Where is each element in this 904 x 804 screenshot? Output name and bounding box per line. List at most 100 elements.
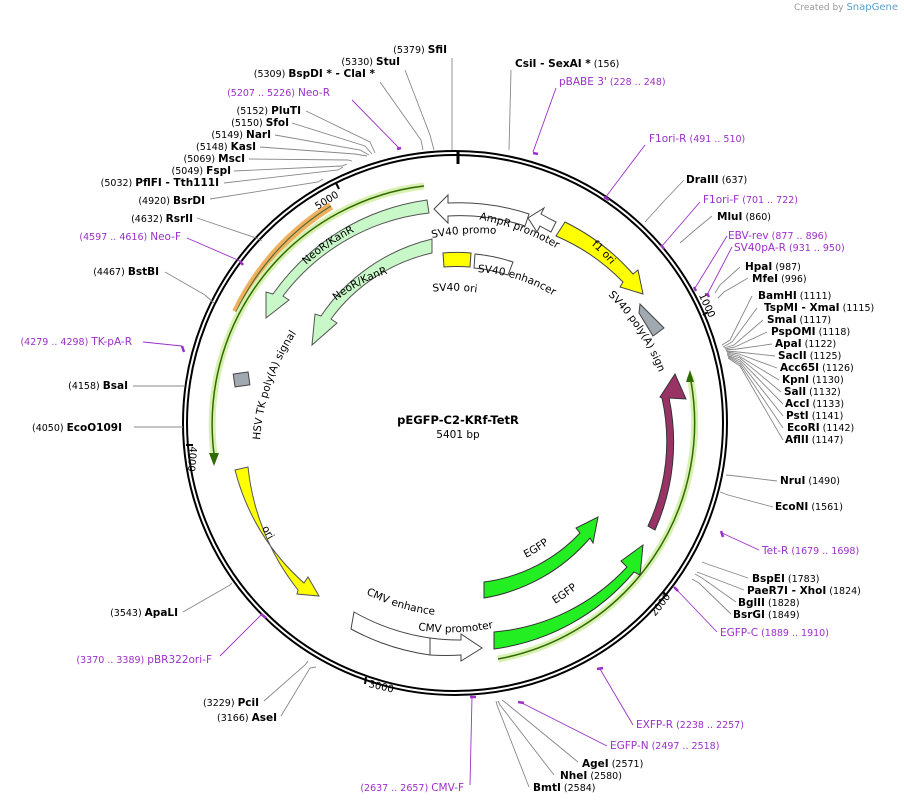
primer-leader-pbabe3 [532, 87, 557, 153]
site-label-1: (5330) StuI [341, 56, 400, 68]
primer-leader-neo-f [186, 237, 241, 262]
outer-arc-right-arrowhead [686, 370, 694, 382]
site-label-19: DraIII (637) [686, 174, 747, 186]
tick-label-3000: 3000 [367, 679, 394, 695]
snapgene-credit: Created by SnapGene [794, 2, 898, 13]
leader-lines [133, 58, 784, 788]
leader-line-bamhi [721, 295, 753, 346]
site-label-18: CsiI - SexAI * (156) [515, 58, 619, 70]
primer-leader-tet-r [721, 532, 760, 551]
leader-line-mlui [679, 215, 713, 244]
feature-label-sv40-enhancer: SV40 enhancer [477, 263, 558, 299]
site-label-3: (5152) PluTI [237, 105, 301, 117]
feature-label-cmv-promoter: CMV promoter [418, 619, 495, 636]
site-label-15: (3543) ApaLI [110, 607, 178, 619]
site-label-33: PstI (1141) [786, 410, 843, 422]
leader-line-bsrgi [691, 578, 732, 615]
leader-line-fspi [233, 163, 348, 172]
leader-line-ecori [727, 356, 784, 429]
leader-line-hpai [714, 266, 741, 294]
leader-line-nhei [497, 700, 555, 776]
feature-label-hsv-tk-polya-signal: HSV TK poly(A) signal [251, 328, 299, 440]
leader-line-pflfi [223, 166, 344, 184]
feature-egfp-2 [493, 543, 644, 650]
primer-label-8: EBV-rev (877 .. 896) [728, 230, 827, 242]
primer-label-6: F1ori-R (491 .. 510) [649, 133, 745, 145]
primer-label-11: EGFP-C (1889 .. 1910) [720, 627, 829, 639]
leader-line-tspmi [722, 307, 758, 348]
leader-line-pspomi [724, 331, 768, 350]
primer-mark-exfp-r [596, 666, 604, 671]
site-label-23: BamHI (1111) [758, 290, 831, 302]
primer-mark-f1ori-f [660, 244, 665, 250]
feature-label-tetr: TetR [671, 444, 687, 469]
snapgene-logo: SnapGene [846, 2, 898, 13]
leader-line-asei [280, 666, 317, 717]
site-label-42: AgeI (2571) [582, 758, 643, 770]
leader-line-sacii [725, 350, 776, 357]
credit-prefix: Created by [794, 3, 844, 13]
site-label-41: BsrGI (1849) [733, 609, 800, 621]
restriction-sites: (5379) SfiI(5330) StuI(5309) BspDI * - C… [32, 44, 874, 794]
site-label-8: (5049) FspI [172, 165, 231, 177]
primer-label-5: pBABE 3' (228 .. 248) [559, 76, 666, 88]
feature-sv40-ori [442, 251, 472, 268]
feature-label-neor-kanr-2: NeoR/KanR [331, 265, 389, 303]
primer-label-12: EXFP-R (2238 .. 2257) [636, 719, 744, 731]
site-label-6: (5148) KasI [196, 141, 256, 153]
primer-mark-pbabe3 [532, 151, 539, 156]
tick-5000 [335, 182, 340, 190]
leader-line-agei [501, 699, 579, 763]
site-label-7: (5069) MscI [184, 153, 245, 165]
primer-label-13: EGFP-N (2497 .. 2518) [610, 740, 719, 752]
feature-neor-kanr-2 [311, 238, 433, 347]
tick-label-1000: 1000 [696, 292, 717, 320]
leader-line-sali [726, 353, 782, 393]
leader-line-aflii [727, 357, 784, 441]
leader-line-acci [726, 354, 784, 405]
primer-leader-cmv-f [469, 696, 473, 786]
leader-line-kasi [259, 146, 368, 157]
site-label-2: (5309) BspDI * - ClaI * [254, 68, 376, 80]
feature-hsv-tk-polya-signal [232, 371, 251, 388]
primer-label-10: Tet-R (1679 .. 1698) [761, 545, 859, 557]
feature-label-cmv-enhancer: CMV enhancer [0, 0, 436, 618]
leader-line-bspei [701, 561, 749, 579]
leader-line-bspdi [379, 81, 424, 151]
site-label-22: MfeI (996) [752, 273, 807, 285]
leader-line-rsrii [196, 217, 263, 242]
leader-line-kpni [726, 352, 780, 381]
primer-mark-sv40pa-r [705, 292, 711, 298]
leader-line-psti [727, 355, 784, 417]
site-label-16: (3229) PciI [203, 697, 259, 709]
primer-leader-tk-pa-r [142, 341, 183, 347]
site-label-14: (4050) EcoO109I [32, 422, 122, 434]
leader-line-draiii [644, 179, 685, 223]
tick-1000 [702, 311, 709, 316]
backbone [182, 150, 728, 696]
feature-cmv-enhancer [350, 611, 431, 656]
feature-label-egfp-1: EGFP [522, 536, 551, 560]
primer-mark-tk-pa-r [180, 345, 186, 353]
site-label-17: (3166) AseI [217, 712, 277, 724]
site-label-5: (5149) NarI [211, 129, 271, 141]
leader-line-bsrdi [209, 178, 324, 200]
site-label-27: ApaI (1122) [775, 338, 836, 350]
leader-line-bglii [694, 573, 737, 603]
feature-egfp-1 [483, 516, 599, 599]
leader-line-mfei [717, 277, 749, 299]
leader-line-pluti [305, 110, 376, 154]
leader-line-econi [719, 491, 774, 508]
primer-mark-egfp-n [517, 700, 525, 705]
feature-ori [234, 466, 320, 597]
leader-line-csii [508, 69, 512, 151]
primer-leader-pbr322ori-f [219, 613, 263, 657]
outer-arc-right [497, 375, 696, 660]
leader-line-acc65i [726, 351, 778, 369]
site-label-10: (4920) BsrDI [138, 195, 205, 207]
site-label-9: (5032) PflFI - Tth111I [101, 177, 219, 189]
primer-leader-ebv-rev [694, 235, 728, 289]
outer-arc-left-arrowhead [209, 453, 219, 466]
site-label-0: (5379) SfiI [393, 44, 447, 56]
primer-leader-f1ori-r [604, 144, 646, 199]
